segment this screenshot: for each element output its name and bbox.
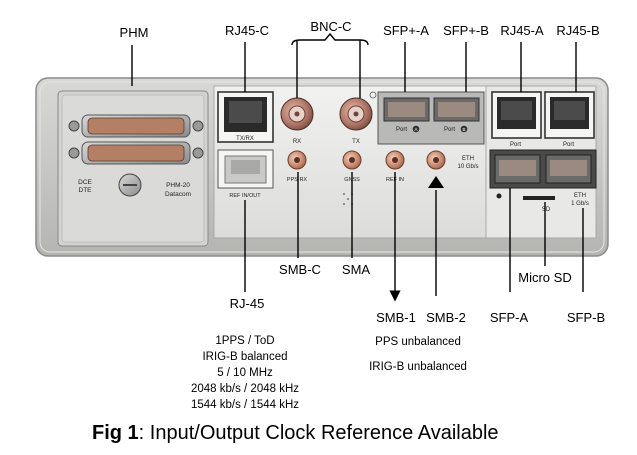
rj45-b-port: Port — [544, 91, 595, 148]
label-rj45-b: RJ45-B — [556, 23, 599, 38]
rj45-signal: IRIG-B balanced — [202, 351, 287, 363]
sfp-plus-port-a-badge: A — [414, 127, 417, 132]
sfp-plus-cage: Port A Port B ETH 10 Gb/s — [377, 91, 485, 170]
ref-in-out-port: REF IN/OUT — [217, 149, 274, 199]
rj45-signal: 1544 kb/s / 1544 kHz — [191, 399, 299, 411]
label-sma: SMA — [342, 262, 371, 277]
rj45-c-port: TX/RX — [217, 91, 274, 143]
phm-module: DCE DTE PHM-20 Datacom — [57, 90, 209, 247]
smb-signal: IRIG-B unbalanced — [369, 361, 467, 373]
up-triangle-icon — [428, 176, 444, 188]
sfp-plus-port-b-badge: B — [462, 127, 465, 132]
rj45-signal: 2048 kb/s / 2048 kHz — [191, 383, 299, 395]
port-a-badge-icon — [412, 125, 420, 133]
label-smb-2: SMB-2 — [426, 310, 466, 325]
label-sfp-a: SFP-A — [490, 310, 529, 325]
dce-label: DCE — [78, 179, 92, 186]
dte-label: DTE — [79, 187, 93, 194]
micro-sd-slot: SD — [496, 193, 555, 213]
rj45-a-port: Port — [491, 91, 542, 148]
status-led-icon — [496, 193, 502, 199]
callout-labels: PHM RJ45-C BNC-C SFP+-A SFP+-B RJ45-A RJ… — [120, 19, 606, 325]
label-micro-sd: Micro SD — [518, 270, 571, 285]
txrx-label: TX/RX — [236, 136, 254, 142]
smb-signal: PPS unbalanced — [375, 336, 461, 348]
label-sfp-b: SFP-B — [567, 310, 605, 325]
label-smb-1: SMB-1 — [376, 310, 416, 325]
label-rj45-c: RJ45-C — [225, 23, 269, 38]
label-bnc-c: BNC-C — [310, 19, 351, 34]
label-rj-45: RJ-45 — [230, 296, 265, 311]
eth-10g-speed-label: 10 Gb/s — [457, 164, 478, 170]
rj45-b-port-label: Port — [563, 142, 574, 148]
label-phm: PHM — [120, 25, 149, 40]
rj45-signal: 5 / 10 MHz — [217, 367, 273, 379]
ref-in-out-label: REF IN/OUT — [229, 193, 261, 199]
caption-text: : Input/Output Clock Reference Available — [138, 422, 499, 444]
bnc-tx-label: TX — [352, 139, 360, 145]
smb-signal-list: PPS unbalanced IRIG-B unbalanced — [369, 336, 467, 373]
eth-10g-label: ETH — [462, 156, 474, 162]
eth-1g-speed-label: 1 Gb/s — [571, 201, 589, 207]
sfp-plus-port-a-label: Port — [396, 127, 407, 133]
rj45-a-port-label: Port — [510, 142, 521, 148]
caption-prefix: Fig 1 — [92, 422, 139, 444]
leader-lines — [131, 32, 584, 302]
db-connector-top — [68, 114, 204, 138]
smb-2-connector — [426, 150, 446, 188]
label-sfp-plus-b: SFP+-B — [443, 23, 489, 38]
port-b-badge-icon — [460, 125, 468, 133]
rj45-signal: 1PPS / ToD — [215, 335, 274, 347]
rj45-signal-list: 1PPS / ToD IRIG-B balanced 5 / 10 MHz 20… — [191, 335, 299, 411]
label-sfp-plus-a: SFP+-A — [383, 23, 429, 38]
bnc-tx-connector: TX — [339, 91, 377, 145]
bnc-rx-label: RX — [293, 139, 301, 145]
label-smb-c: SMB-C — [279, 262, 321, 277]
label-rj45-a: RJ45-A — [500, 23, 544, 38]
sd-mark-label: SD — [542, 207, 551, 213]
smb-c-connector: PPS RX — [287, 150, 308, 183]
eth-1g-label: ETH — [574, 193, 586, 199]
sfp-cage: ETH 1 Gb/s — [489, 149, 597, 207]
phm-type-label: Datacom — [165, 191, 191, 198]
figure-caption: Fig 1: Input/Output Clock Reference Avai… — [92, 422, 612, 445]
pps-rx-label: PPS RX — [287, 177, 308, 183]
phm-model-label: PHM-20 — [166, 182, 190, 189]
sfp-plus-port-b-label: Port — [444, 127, 455, 133]
db-connector-bottom — [68, 141, 204, 165]
